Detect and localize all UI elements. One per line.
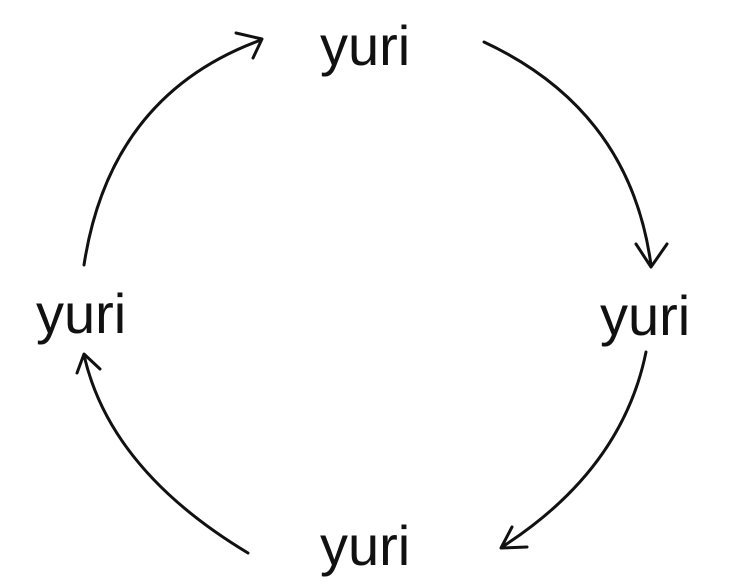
arrow-bottom-to-left <box>75 352 250 555</box>
arrowhead-icon <box>234 31 264 60</box>
arrowhead-icon <box>499 525 529 550</box>
arrow-left-to-top <box>82 31 264 267</box>
arrow-shaft <box>482 40 653 267</box>
arrow-shaft <box>82 353 250 555</box>
node-label-left: yuri <box>36 282 127 345</box>
node-label-right: yuri <box>600 284 691 347</box>
arrow-right-to-bottom <box>499 350 648 550</box>
node-label-top: yuri <box>320 14 411 77</box>
arrowhead-icon <box>75 352 102 375</box>
node-label-bottom: yuri <box>320 514 411 577</box>
arrow-shaft <box>500 350 648 549</box>
arrow-shaft <box>82 38 263 267</box>
arrowhead-icon <box>634 242 669 269</box>
arrow-top-to-right <box>482 40 669 269</box>
